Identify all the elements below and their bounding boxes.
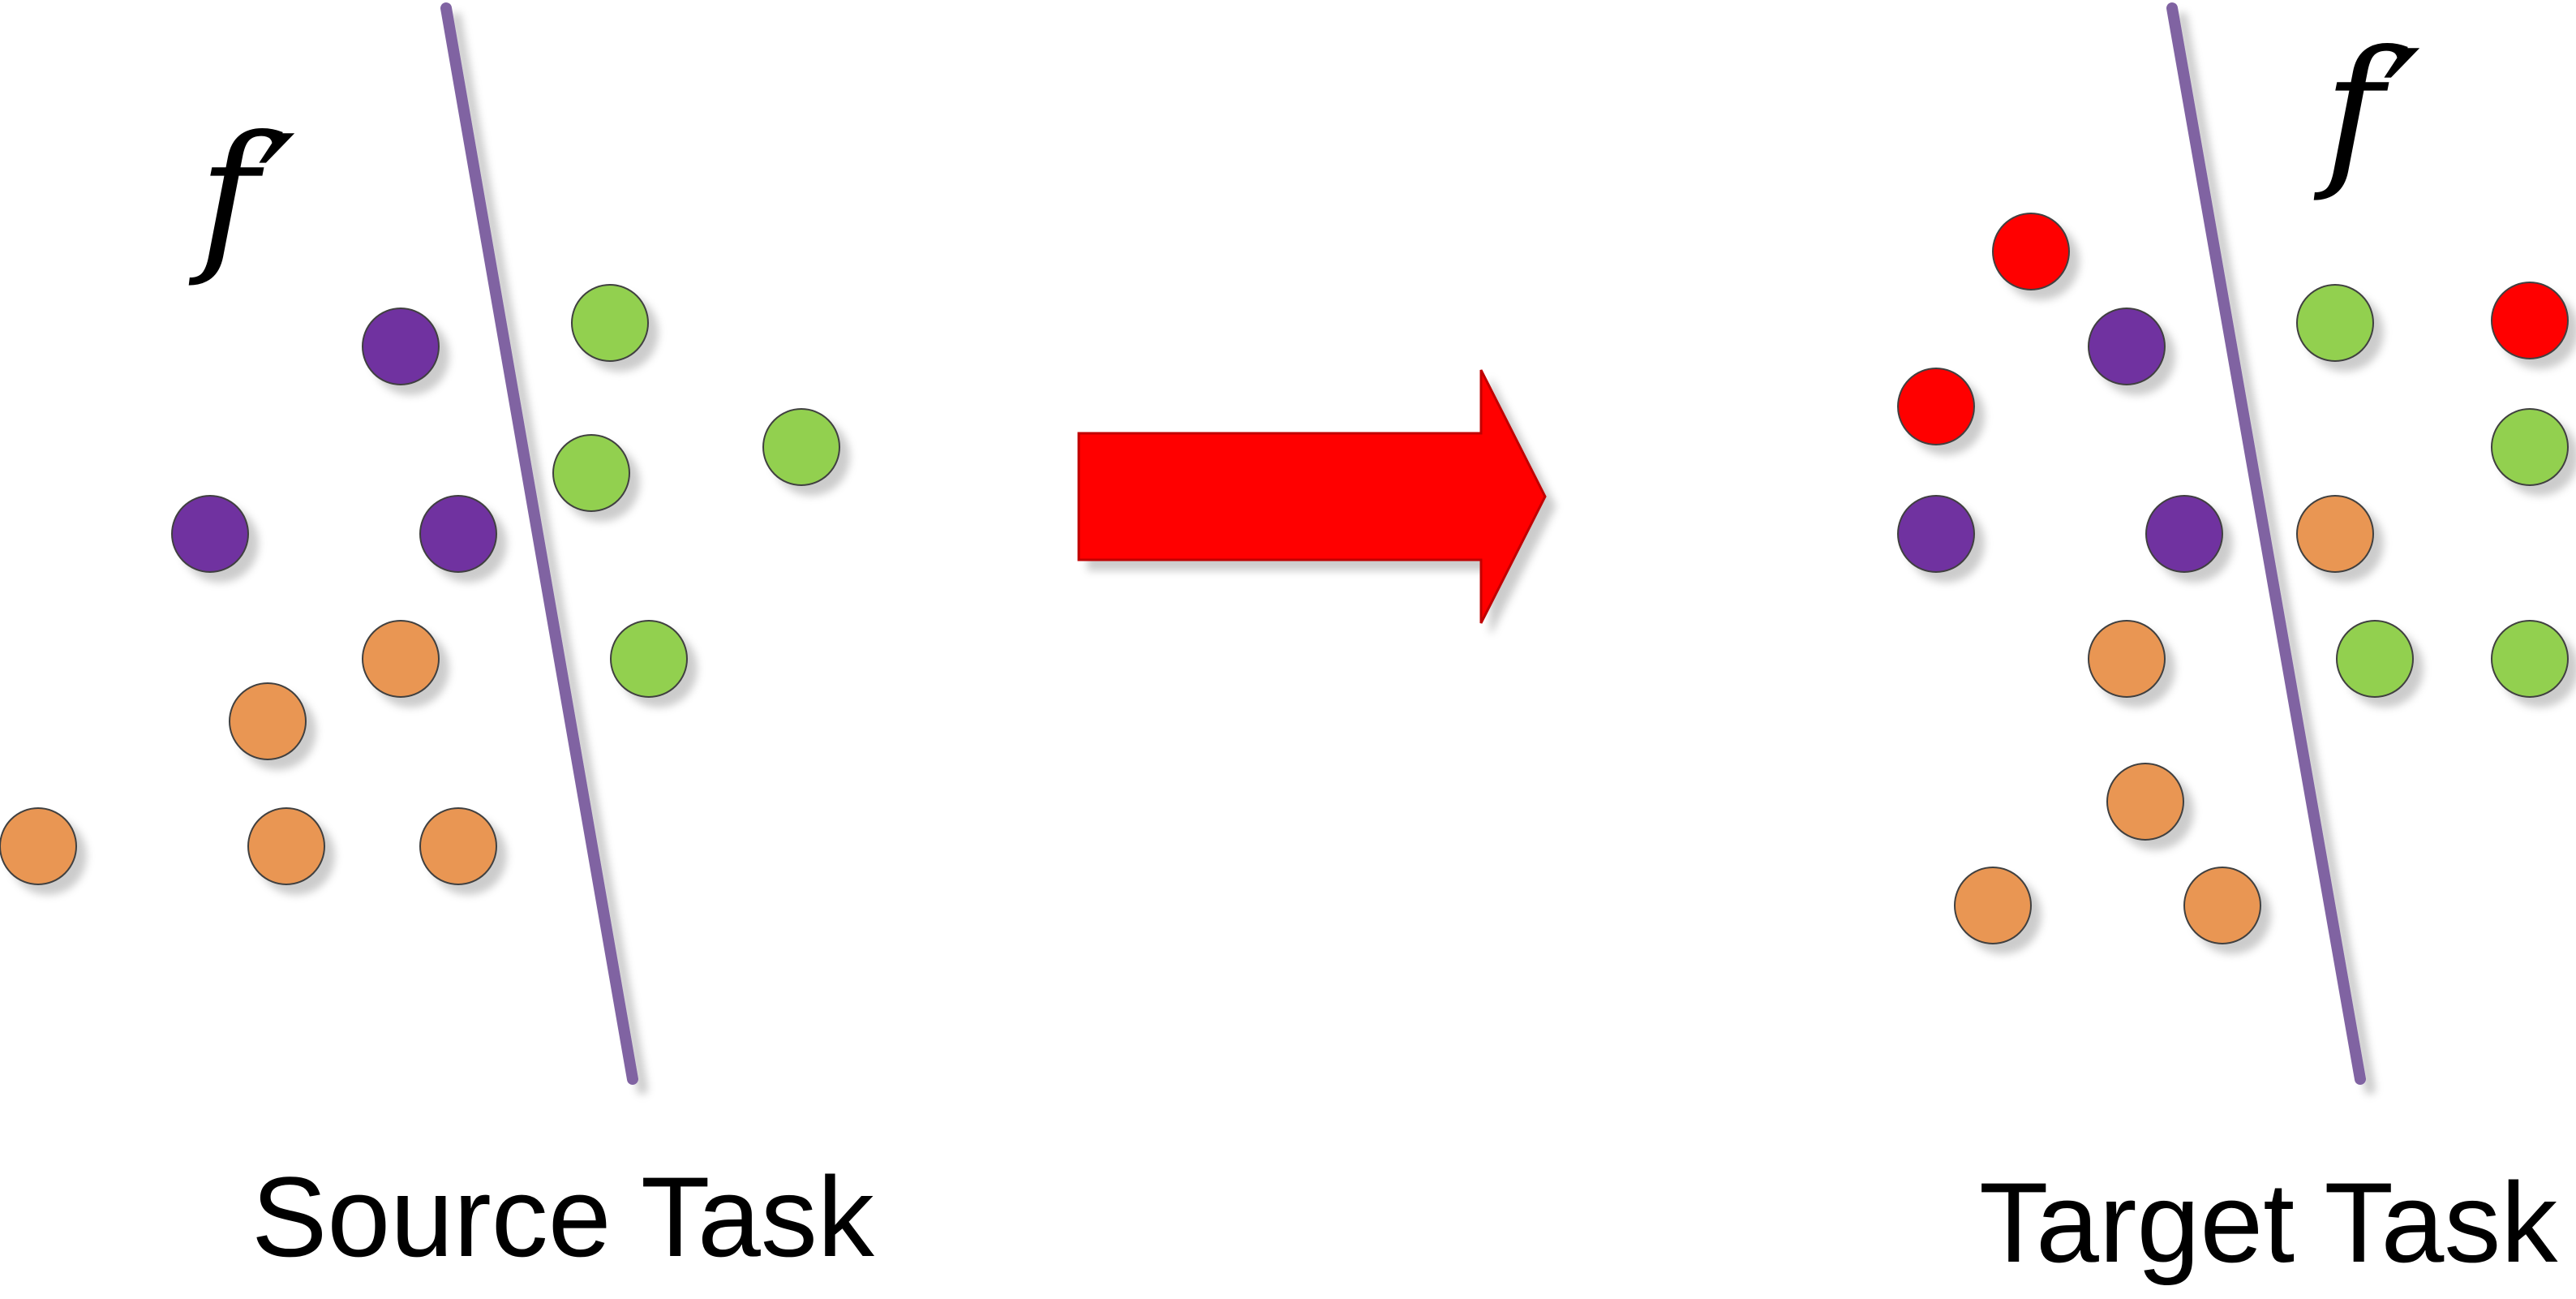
- target-point-orange: [2088, 620, 2166, 698]
- target-point-orange: [2183, 867, 2261, 944]
- target-point-red: [1992, 213, 2070, 290]
- source-point-orange: [419, 807, 497, 885]
- target-point-green: [2296, 284, 2374, 362]
- source-point-orange: [247, 807, 325, 885]
- target-point-purple: [2088, 308, 2166, 385]
- target-point-green: [2491, 408, 2569, 486]
- target-function-label: f′: [2313, 16, 2420, 205]
- target-panel: f′ Target Task: [1897, 2, 2569, 1286]
- source-point-purple: [171, 495, 249, 573]
- source-point-green: [552, 434, 630, 512]
- source-panel: f′ Source Task: [0, 2, 875, 1280]
- target-point-red: [2491, 282, 2569, 359]
- target-point-purple: [2145, 495, 2223, 573]
- target-point-red: [1897, 368, 1975, 445]
- source-function-label: f′: [188, 101, 295, 290]
- target-point-green: [2491, 620, 2569, 698]
- source-point-green: [762, 408, 840, 486]
- target-caption: Target Task: [1979, 1159, 2558, 1286]
- source-points: [0, 284, 840, 885]
- target-decision-boundary: [2166, 2, 2366, 1085]
- target-point-orange: [1954, 867, 2032, 944]
- source-point-green: [610, 620, 688, 698]
- source-caption: Source Task: [251, 1153, 875, 1280]
- source-point-orange: [362, 620, 440, 698]
- source-point-orange: [0, 807, 77, 885]
- right-arrow-icon: [1077, 369, 1547, 624]
- target-point-purple: [1897, 495, 1975, 573]
- source-point-orange: [229, 682, 307, 760]
- target-point-green: [2336, 620, 2414, 698]
- target-point-orange: [2296, 495, 2374, 573]
- source-point-green: [571, 284, 649, 362]
- source-decision-boundary: [440, 2, 638, 1085]
- target-points: [1897, 213, 2569, 944]
- target-point-orange: [2106, 763, 2184, 841]
- source-point-purple: [362, 308, 440, 385]
- source-point-purple: [419, 495, 497, 573]
